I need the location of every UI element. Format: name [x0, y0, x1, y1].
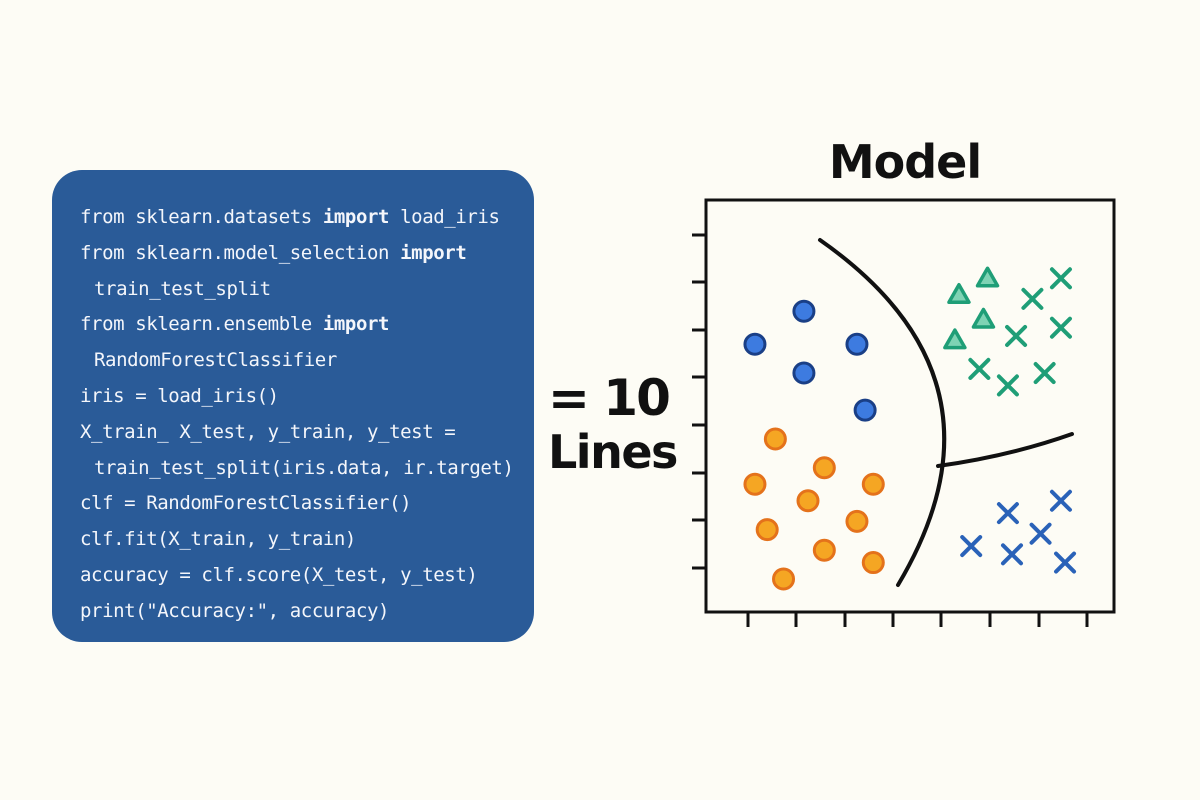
- data-point-green-triangle: [975, 266, 1000, 288]
- decision-boundary-branch: [936, 432, 1074, 468]
- code-text: clf.fit(X_train, y_train): [80, 528, 356, 551]
- code-keyword: import: [400, 241, 467, 264]
- decision-boundary-curve: [818, 238, 947, 587]
- data-point-orange-circle: [861, 472, 885, 496]
- data-point-green-triangle: [971, 307, 996, 329]
- code-text: X_train_ X_test, y_train, y_test =: [80, 420, 456, 443]
- data-point-orange-circle: [812, 538, 836, 562]
- code-text: from sklearn.datasets: [80, 206, 323, 228]
- code-line: from sklearn.model_selection import: [80, 236, 534, 272]
- data-point-green-triangle: [947, 283, 971, 305]
- code-text: train_test_split: [94, 277, 271, 300]
- data-point-navy-x: [996, 502, 1019, 525]
- data-point-blue-circle: [845, 332, 869, 356]
- code-text: accuracy = clf.score(X_test, y_test): [80, 563, 478, 586]
- data-point-orange-circle: [796, 489, 820, 513]
- code-text: from sklearn.ensemble: [80, 313, 323, 336]
- code-keyword: import: [322, 313, 390, 336]
- code-line: accuracy = clf.score(X_test, y_test): [80, 558, 534, 594]
- data-point-blue-circle: [792, 361, 816, 385]
- data-point-navy-x: [1054, 551, 1077, 574]
- code-line: from sklearn.ensemble import: [80, 307, 534, 343]
- data-point-navy-x: [960, 535, 983, 558]
- data-point-orange-circle: [861, 551, 885, 575]
- code-line: from sklearn.datasets import load_iris: [80, 200, 534, 236]
- code-keyword: import: [322, 206, 390, 228]
- plot-frame: [704, 198, 1116, 614]
- code-line: RandomForestClassifier: [80, 343, 534, 379]
- data-point-navy-x: [1029, 522, 1052, 545]
- code-line: clf = RandomForestClassifier(): [80, 486, 534, 522]
- code-text: from sklearn.model_selection: [80, 241, 401, 264]
- code-line: train_test_split(iris.data, ir.target): [80, 451, 534, 487]
- data-point-green-x: [1049, 316, 1072, 339]
- code-line: clf.fit(X_train, y_train): [80, 522, 534, 558]
- data-point-orange-circle: [845, 509, 869, 533]
- model-title: Model: [828, 135, 982, 189]
- line-count-label: = 10 Lines: [548, 370, 688, 478]
- data-point-blue-circle: [743, 332, 767, 356]
- code-text: print("Accuracy:", accuracy): [80, 599, 390, 622]
- data-point-orange-circle: [755, 518, 779, 542]
- data-point-navy-x: [1001, 543, 1023, 566]
- code-line: print("Accuracy:", accuracy): [80, 594, 534, 630]
- data-point-green-x: [996, 374, 1019, 397]
- data-point-green-x: [1021, 287, 1044, 310]
- code-text: clf = RandomForestClassifier(): [80, 492, 412, 515]
- data-point-green-x: [1049, 267, 1072, 290]
- line-count-number: = 10: [548, 369, 671, 427]
- code-line: train_test_split: [80, 272, 534, 308]
- code-line: iris = load_iris(): [80, 379, 534, 415]
- code-text: train_test_split(iris.data, ir.target): [94, 456, 514, 479]
- data-point-green-triangle: [943, 328, 967, 350]
- data-point-orange-circle: [763, 427, 787, 451]
- data-point-orange-circle: [743, 472, 767, 496]
- code-text: iris = load_iris(): [80, 384, 279, 407]
- data-point-orange-circle: [772, 567, 796, 591]
- data-point-orange-circle: [812, 456, 836, 480]
- data-point-green-x: [1033, 362, 1056, 385]
- data-point-navy-x: [1049, 489, 1072, 512]
- code-text: RandomForestClassifier: [94, 349, 337, 372]
- code-text: load_iris: [389, 206, 500, 228]
- data-point-green-x: [1005, 324, 1028, 347]
- line-count-unit: Lines: [548, 425, 678, 479]
- code-line: X_train_ X_test, y_train, y_test =: [80, 415, 534, 451]
- data-point-blue-circle: [792, 299, 816, 323]
- data-point-blue-circle: [853, 398, 877, 422]
- data-point-green-x: [968, 357, 991, 380]
